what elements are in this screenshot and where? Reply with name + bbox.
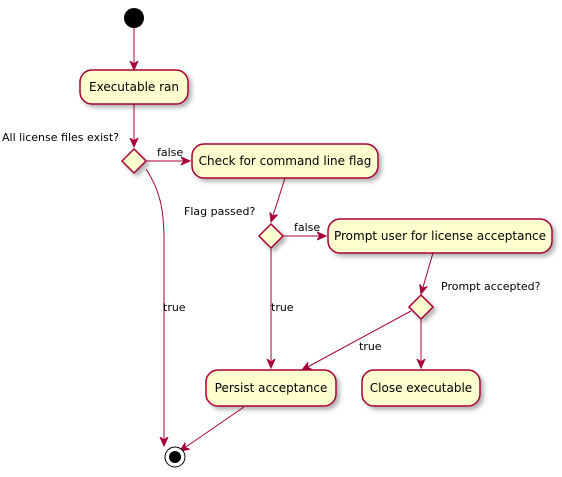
decision-flag-passed-label: Flag passed? [184,205,256,218]
node-close-executable: Close executable [361,369,481,407]
node-persist: Persist acceptance [205,369,337,407]
node-prompt-user: Prompt user for license acceptance [327,218,553,254]
decision-prompt-accepted-label: Prompt accepted? [441,280,541,293]
node-prompt-user-label: Prompt user for license acceptance [334,229,546,243]
node-persist-label: Persist acceptance [215,381,328,395]
node-executable-ran-label: Executable ran [89,80,179,94]
edge-prompt-to-decision3 [421,252,434,294]
start-node [124,8,144,28]
node-check-flag-label: Check for command line flag [199,154,372,168]
end-node [164,446,186,468]
node-close-executable-label: Close executable [370,381,472,395]
edge-persist-to-end [180,406,245,451]
edge-label-true-1: true [163,301,186,314]
edge-decision1-true-to-end [145,168,164,446]
edge-decision3-true-to-persist [302,310,412,370]
edge-label-true-3: true [359,340,382,353]
edge-label-true-2: true [271,301,294,314]
node-check-flag: Check for command line flag [191,143,379,179]
edge-label-false-2: false [294,221,320,234]
edge-label-false-1: false [157,146,183,159]
node-executable-ran: Executable ran [79,69,189,105]
decision-license-files [120,147,148,175]
decision-license-files-label: All license files exist? [2,131,119,144]
decision-prompt-accepted [407,293,435,321]
edge-check-to-decision2 [271,177,286,222]
decision-flag-passed [257,222,285,250]
